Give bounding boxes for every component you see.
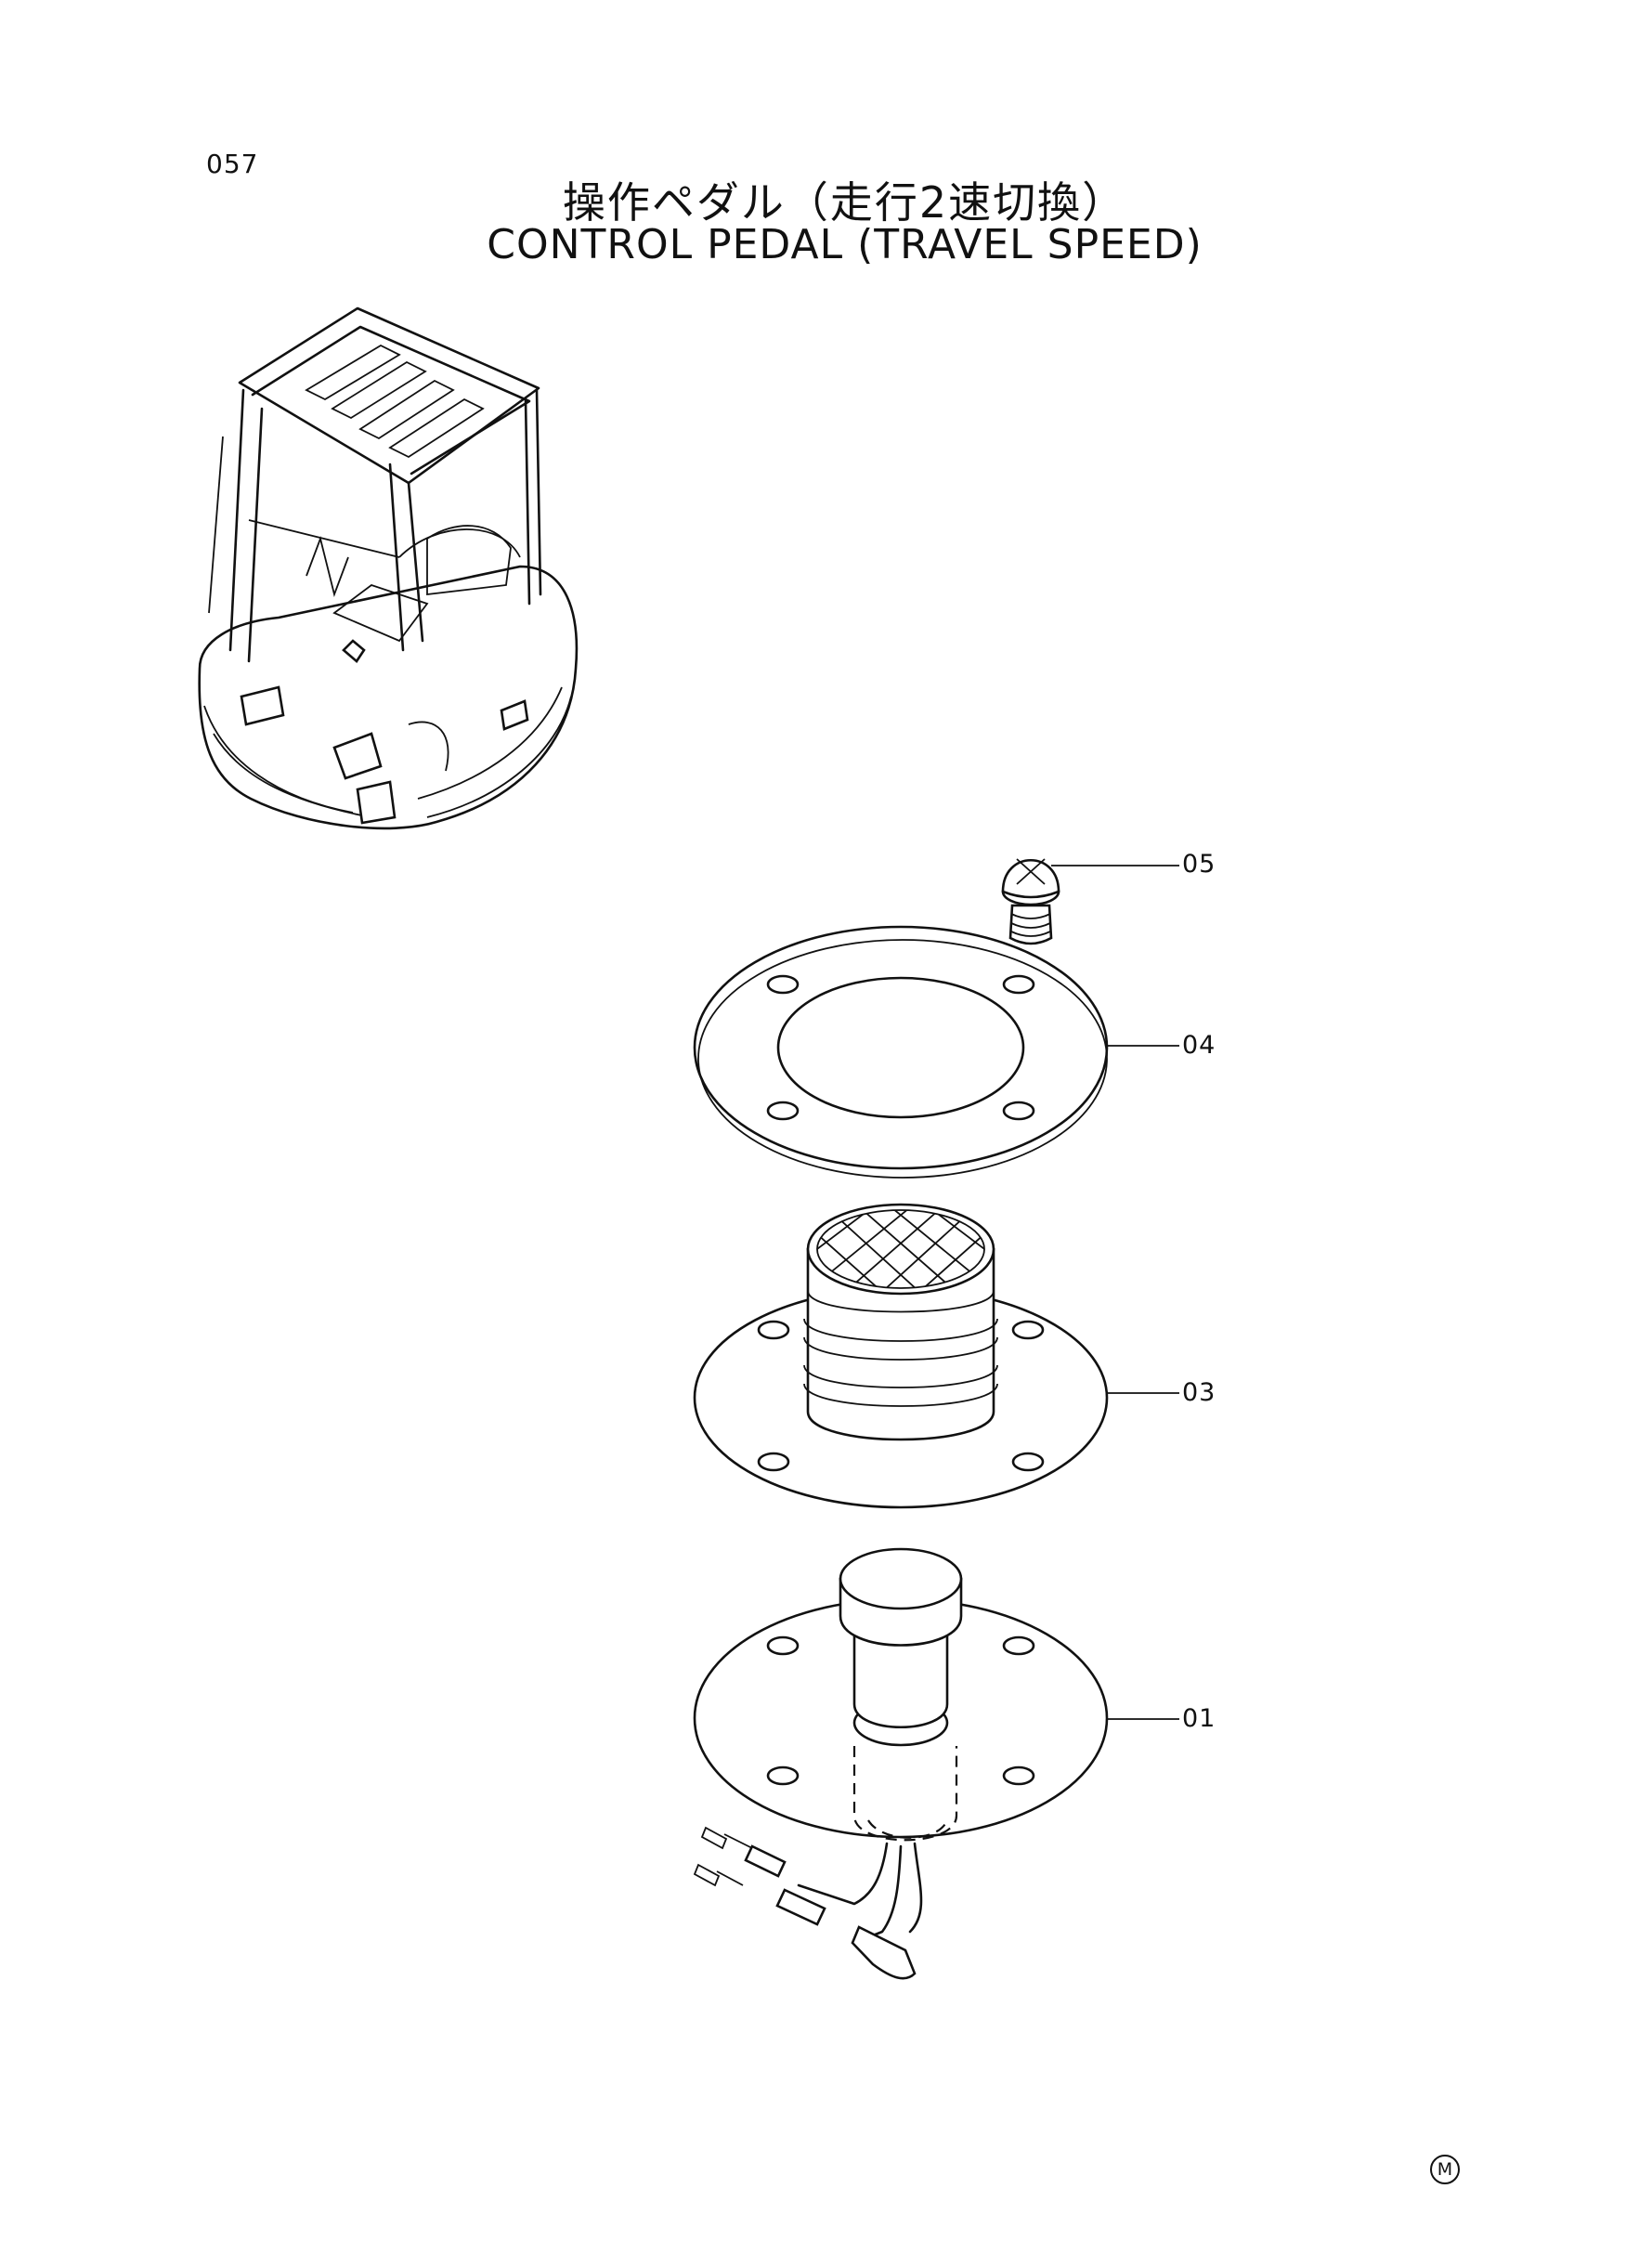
title-english: CONTROL PEDAL (TRAVEL SPEED)	[487, 221, 1203, 268]
page-number: 057	[206, 149, 259, 179]
part-05-screw	[1001, 858, 1179, 945]
callout-03: 03	[1182, 1378, 1216, 1407]
part-01-switch-assembly	[693, 1547, 1179, 1980]
part-03-pedal-rubber	[693, 1203, 1179, 1509]
part-04-gasket	[693, 925, 1179, 1179]
callout-01: 01	[1182, 1704, 1216, 1733]
callout-04: 04	[1182, 1031, 1216, 1060]
machine-overview-illustration	[198, 306, 579, 830]
circled-m-mark: M	[1430, 2155, 1460, 2184]
title-japanese: 操作ペダル（走行2速切換）	[562, 177, 1127, 228]
callout-05: 05	[1182, 850, 1216, 879]
